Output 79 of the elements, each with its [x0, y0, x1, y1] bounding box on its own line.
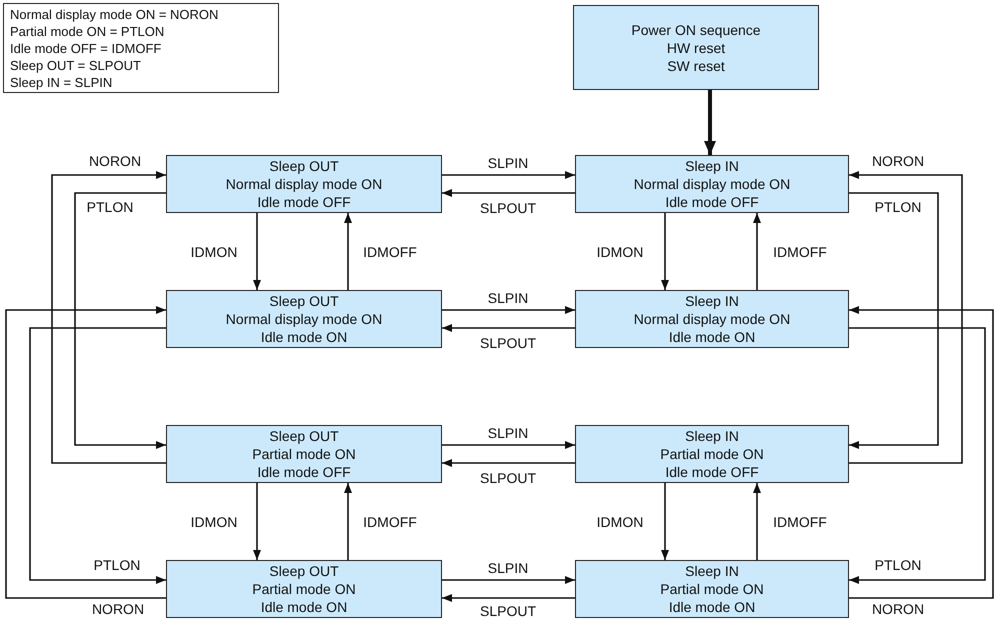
arrow [753, 213, 761, 290]
state-text: Power ON sequence [631, 20, 761, 38]
arrow [442, 441, 575, 449]
state-text: Normal display mode ON [226, 175, 382, 193]
arrow [253, 213, 261, 290]
state-text: Partial mode ON [252, 580, 356, 598]
state-text: Sleep OUT [269, 562, 339, 580]
state-text: Sleep OUT [269, 292, 339, 310]
state-box [575, 290, 849, 348]
edge-label: SLPOUT [478, 335, 538, 351]
arrow [442, 324, 575, 332]
state-box [166, 155, 442, 213]
state-box [575, 155, 849, 213]
arrow [344, 213, 352, 290]
key-entry: Sleep OUT = SLPOUT [10, 56, 141, 74]
arrow [661, 213, 669, 290]
arrow [849, 306, 994, 599]
state-text: Idle mode OFF [665, 463, 759, 481]
edge-label: SLPIN [486, 425, 530, 441]
state-text: HW reset [666, 38, 726, 56]
key-entry: Normal display mode ON = NORON [10, 6, 218, 22]
state-text: Idle mode ON [260, 328, 348, 346]
edge-label: PTLON [92, 557, 142, 573]
arrow [29, 327, 166, 584]
state-text: Sleep IN [685, 157, 739, 175]
edge-label: SLPIN [486, 560, 530, 576]
state-text: Partial mode ON [660, 580, 764, 598]
edge-label: SLPOUT [478, 470, 538, 486]
state-text: Sleep OUT [269, 157, 339, 175]
state-text: Idle mode ON [668, 328, 756, 346]
process-box [573, 5, 819, 90]
edge-label: PTLON [84, 199, 136, 215]
state-box [575, 425, 849, 483]
edge-label: SLPOUT [478, 200, 538, 216]
arrow [661, 483, 669, 560]
state-text: Partial mode ON [660, 445, 764, 463]
state-text: Normal display mode ON [634, 310, 790, 328]
arrow [753, 483, 761, 560]
key-entry: Partial mode ON = PTLON [10, 22, 164, 40]
arrow [74, 192, 166, 449]
state-text: Idle mode OFF [665, 193, 759, 211]
state-text: Sleep IN [685, 427, 739, 445]
state-text: Idle mode OFF [257, 463, 351, 481]
state-box [166, 425, 442, 483]
arrow [849, 327, 986, 584]
edge-label: SLPOUT [478, 603, 538, 619]
arrow [5, 306, 166, 599]
arrow [253, 483, 261, 560]
arrow [849, 171, 963, 464]
state-text: Partial mode ON [252, 445, 356, 463]
state-text: Normal display mode ON [226, 310, 382, 328]
state-text: SW reset [667, 56, 725, 74]
arrow [442, 594, 575, 602]
state-text: Sleep OUT [269, 427, 339, 445]
edge-label: SLPIN [486, 155, 530, 171]
arrow [442, 576, 575, 584]
state-text: Sleep IN [685, 562, 739, 580]
key-box [3, 3, 279, 93]
state-text: Normal display mode ON [634, 175, 790, 193]
arrow [442, 171, 575, 179]
arrow [51, 171, 166, 464]
state-box [166, 290, 442, 348]
state-box [575, 560, 849, 618]
state-text: Sleep IN [685, 292, 739, 310]
arrow [704, 90, 716, 155]
arrow [442, 189, 575, 197]
state-text: Idle mode OFF [257, 193, 351, 211]
key-entry: Idle mode OFF = IDMOFF [10, 40, 162, 56]
edge-label: PTLON [872, 199, 924, 215]
state-text: Idle mode ON [260, 598, 348, 616]
edge-label: SLPIN [486, 290, 530, 306]
arrow [442, 459, 575, 467]
state-text: Idle mode ON [668, 598, 756, 616]
arrow [849, 192, 939, 449]
arrow [344, 483, 352, 560]
state-box [166, 560, 442, 618]
arrow [442, 306, 575, 314]
key-entry: Sleep IN = SLPIN [10, 74, 112, 90]
edge-label: PTLON [872, 557, 924, 573]
